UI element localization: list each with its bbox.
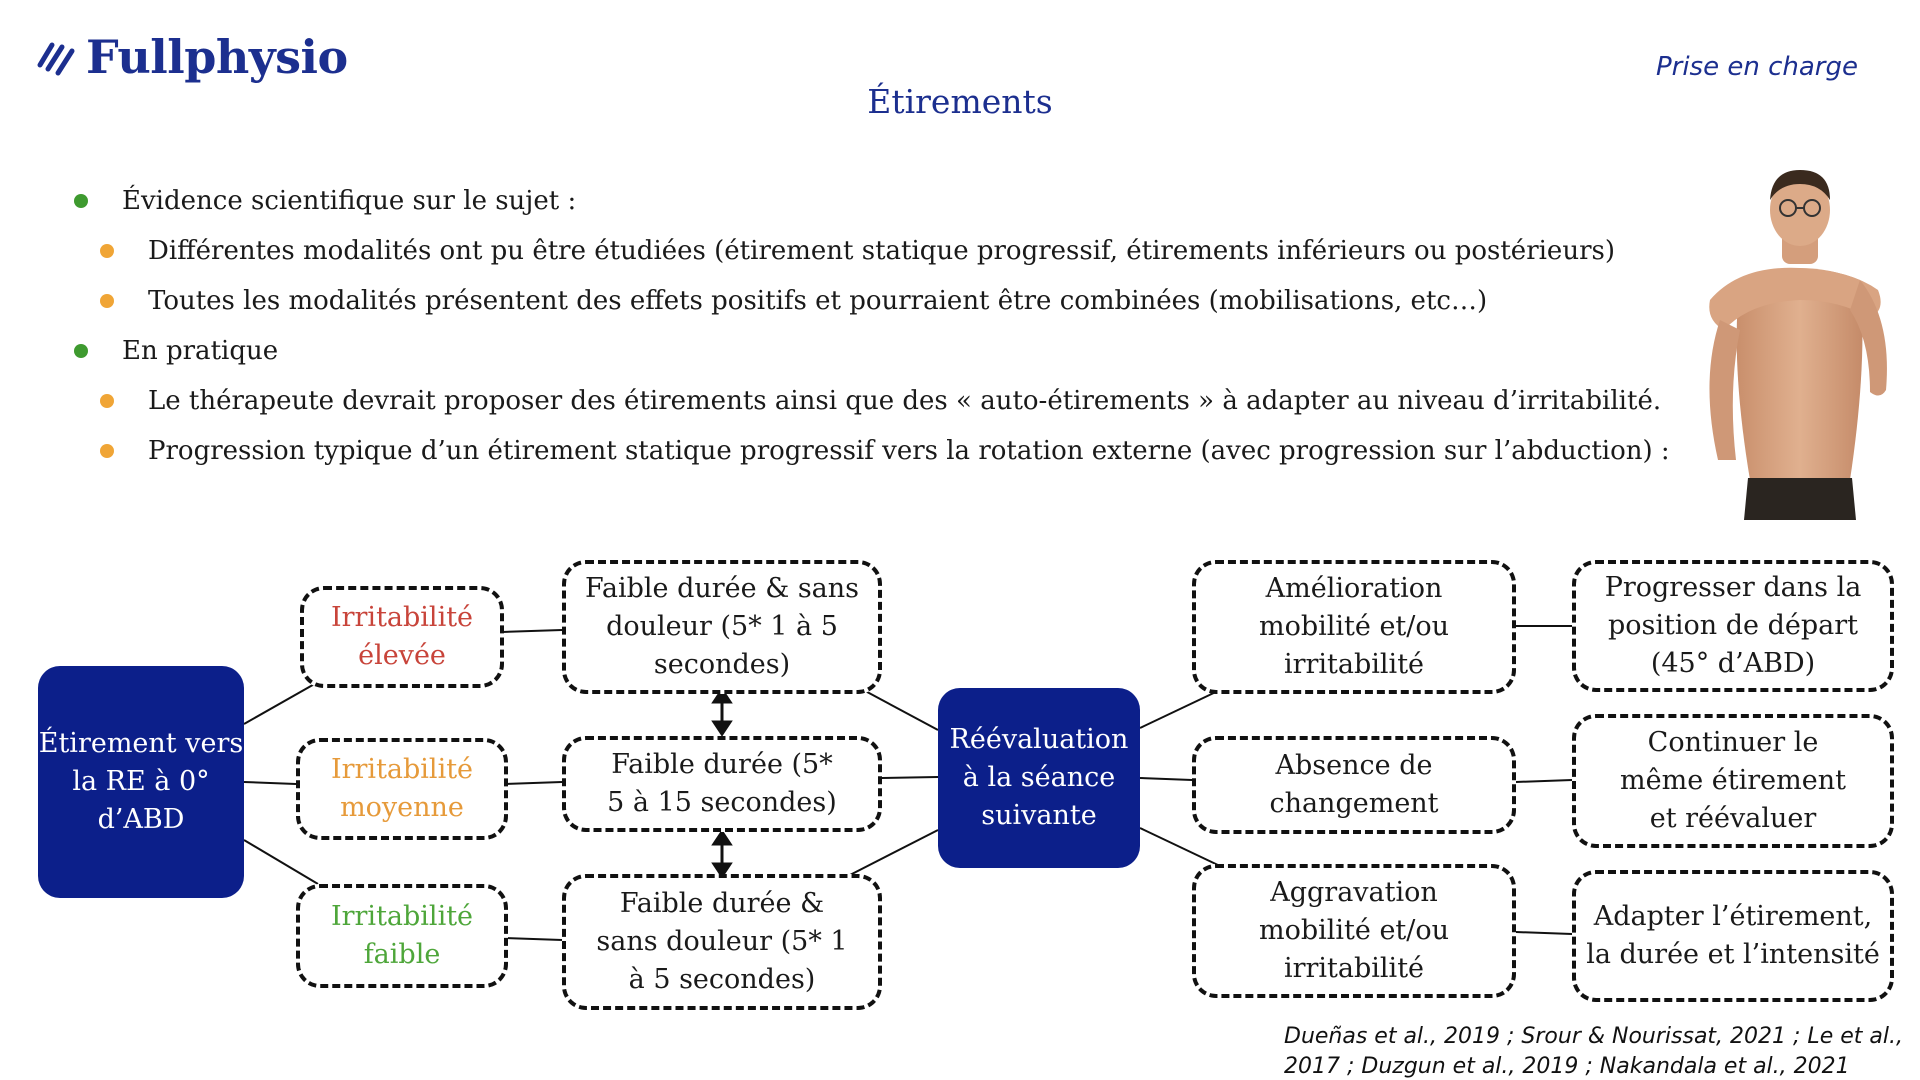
connector-line (1140, 690, 1220, 728)
connector-line (244, 782, 296, 784)
duration-low-box: Faible durée & sans douleur (5* 1 à 5 se… (562, 874, 882, 1010)
connector-line (882, 777, 938, 778)
action-progress-box: Progresser dans la position de départ (4… (1572, 560, 1894, 692)
connector-line (1516, 932, 1572, 934)
connector-line (244, 840, 318, 884)
irritability-medium-box: Irritabilité moyenne (296, 738, 508, 840)
connector-line (1140, 828, 1220, 866)
outcome-improvement-box: Amélioration mobilité et/ou irritabilité (1192, 560, 1516, 694)
connector-line (244, 682, 318, 724)
action-adapt-box: Adapter l’étirement, la durée et l’inten… (1572, 870, 1894, 1002)
connector-line (848, 830, 938, 876)
connector-line (856, 686, 938, 730)
connector-line (502, 630, 562, 632)
connector-line (506, 938, 562, 940)
start-box: Étirement vers la RE à 0° d’ABD (38, 666, 244, 898)
irritability-low-box: Irritabilité faible (296, 884, 508, 988)
duration-medium-box: Faible durée (5* 5 à 15 secondes) (562, 736, 882, 832)
double-arrow-icon (714, 832, 730, 876)
connector-line (506, 782, 562, 784)
references: Dueñas et al., 2019 ; Srour & Nourissat,… (1284, 1022, 1904, 1080)
action-continue-box: Continuer le même étirement et réévaluer (1572, 714, 1894, 848)
double-arrow-icon (714, 690, 730, 734)
outcome-no-change-box: Absence de changement (1192, 736, 1516, 834)
reassessment-box: Réévaluation à la séance suivante (938, 688, 1140, 868)
irritability-high-box: Irritabilité élevée (300, 586, 504, 688)
connector-line (1140, 778, 1192, 780)
duration-high-box: Faible durée & sans douleur (5* 1 à 5 se… (562, 560, 882, 694)
connector-line (1516, 780, 1572, 782)
outcome-worsening-box: Aggravation mobilité et/ou irritabilité (1192, 864, 1516, 998)
